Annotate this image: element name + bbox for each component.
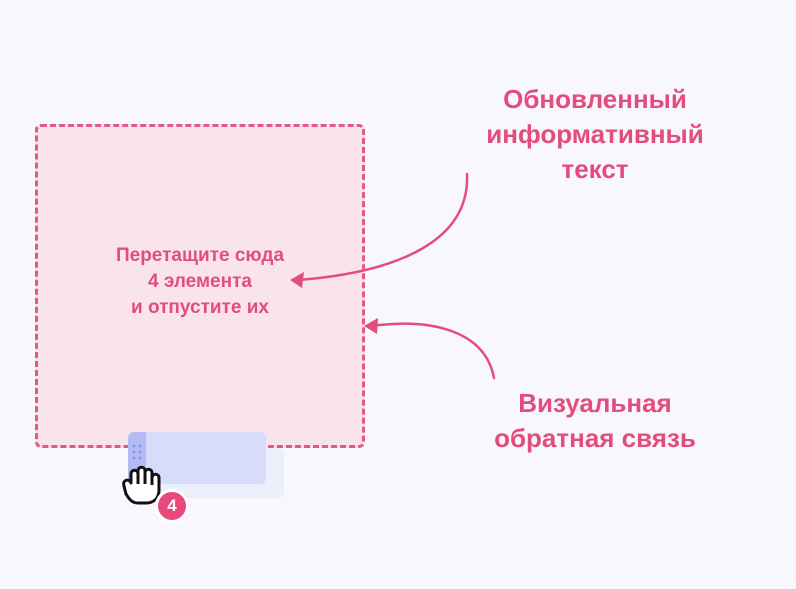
callout-updated-text-line-1: Обновленный: [503, 84, 687, 114]
arrow-icon: [290, 272, 304, 288]
drag-count-badge: 4: [155, 489, 189, 523]
arrow-to-drop-zone: [370, 322, 496, 380]
drop-zone[interactable]: Перетащите сюда 4 элемента и отпустите и…: [35, 124, 365, 448]
callout-visual-feedback: Визуальная обратная связь: [460, 386, 730, 456]
drop-zone-line-3: и отпустите их: [131, 297, 269, 318]
callout-updated-text: Обновленный информативный текст: [440, 82, 750, 187]
callout-visual-feedback-line-2: обратная связь: [494, 423, 696, 453]
drop-zone-line-2: 4 элемента: [148, 271, 252, 292]
callout-updated-text-line-3: текст: [561, 154, 629, 184]
arrow-icon: [364, 318, 378, 334]
drop-zone-line-1: Перетащите сюда: [115, 245, 285, 266]
arrow-to-drop-text: [296, 172, 469, 282]
drag-dots-icon: [132, 444, 142, 460]
grab-hand-icon: [122, 465, 161, 505]
callout-visual-feedback-line-1: Визуальная: [518, 388, 672, 418]
callout-updated-text-line-2: информативный: [486, 119, 704, 149]
drop-zone-instruction: Перетащите сюда 4 элемента и отпустите и…: [38, 243, 362, 321]
